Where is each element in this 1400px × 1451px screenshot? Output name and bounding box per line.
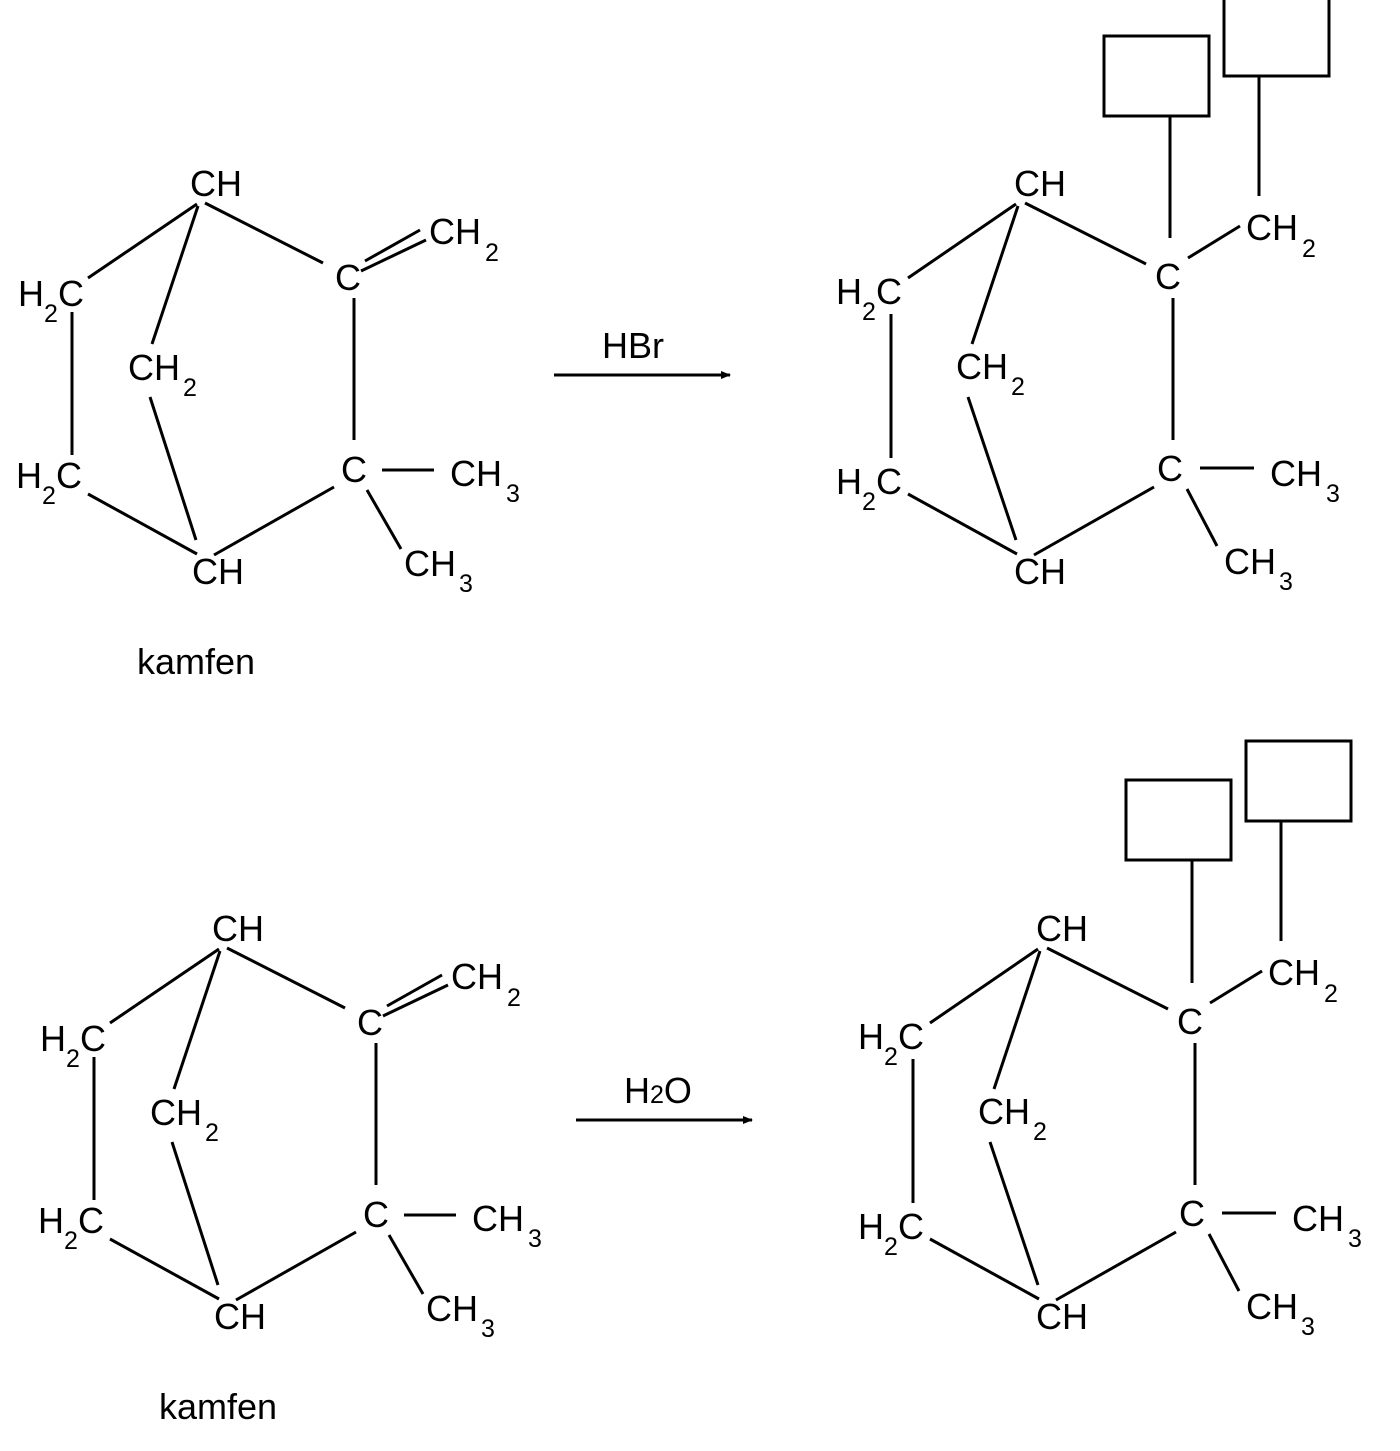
answer-box-2a[interactable]	[1124, 778, 1233, 862]
answer-box-2b[interactable]	[1244, 739, 1353, 823]
reagent-h2o-h: H	[624, 1070, 650, 1111]
reagent-h2o-2: 2	[650, 1081, 664, 1109]
reagent-h2o-o: O	[664, 1070, 692, 1111]
product-2	[856, 819, 1364, 1343]
reagent-h2o: H2O	[624, 1070, 692, 1111]
camphene-reactant-2	[36, 906, 544, 1345]
camphene-reactant-1	[14, 161, 522, 600]
answer-box-1b[interactable]	[1222, 0, 1331, 78]
reagent-hbr: HBr	[602, 325, 664, 366]
reactant-caption-1: kamfen	[137, 641, 255, 682]
reaction-1: kamfen HBr	[14, 0, 1342, 682]
product-1	[834, 74, 1342, 598]
answer-box-1a[interactable]	[1102, 34, 1211, 118]
reaction-2: kamfen H2O	[36, 739, 1364, 1427]
reactant-caption-2: kamfen	[159, 1386, 277, 1427]
